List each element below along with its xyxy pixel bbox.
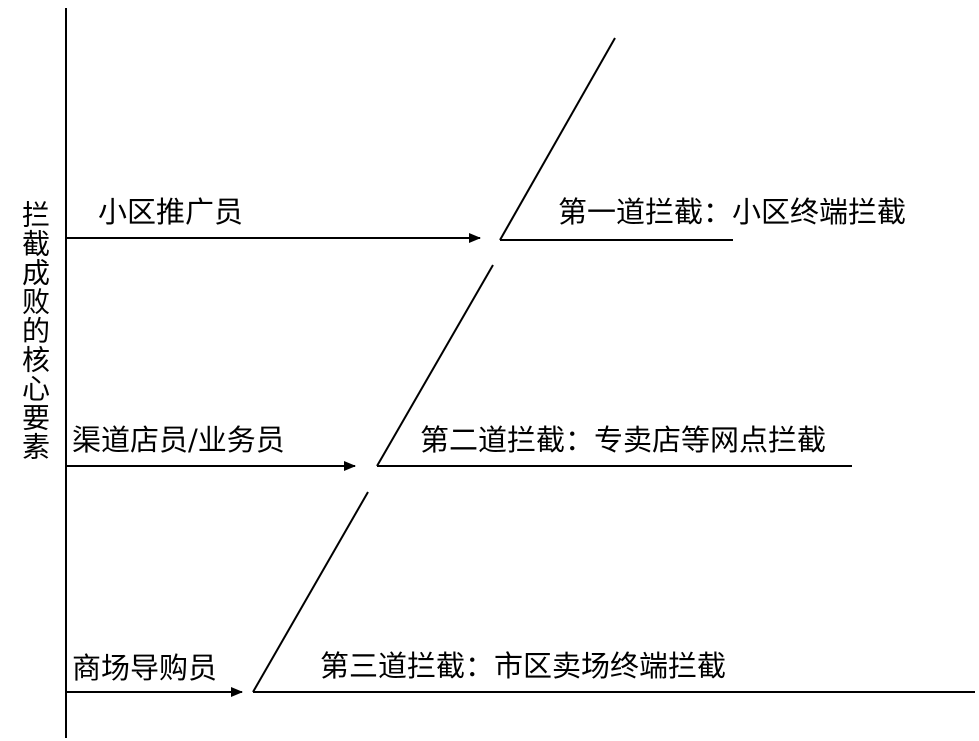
barrier-2-slant [376, 264, 494, 467]
source-label-community-promoter: 小区推广员 [98, 195, 244, 229]
barrier-label-1: 第一道拦截：小区终端拦截 [558, 195, 907, 229]
barrier-3-slant [252, 491, 369, 693]
source-label-channel-clerk: 渠道店员/业务员 [72, 423, 285, 457]
source-label-mall-guide: 商场导购员 [72, 651, 218, 685]
barrier-label-3: 第三道拦截：市区卖场终端拦截 [320, 649, 727, 683]
barrier-label-2: 第二道拦截：专卖店等网点拦截 [420, 423, 827, 457]
axis-label: 拦截成败的核心要素 [18, 200, 51, 461]
barrier-1-slant [499, 37, 616, 241]
